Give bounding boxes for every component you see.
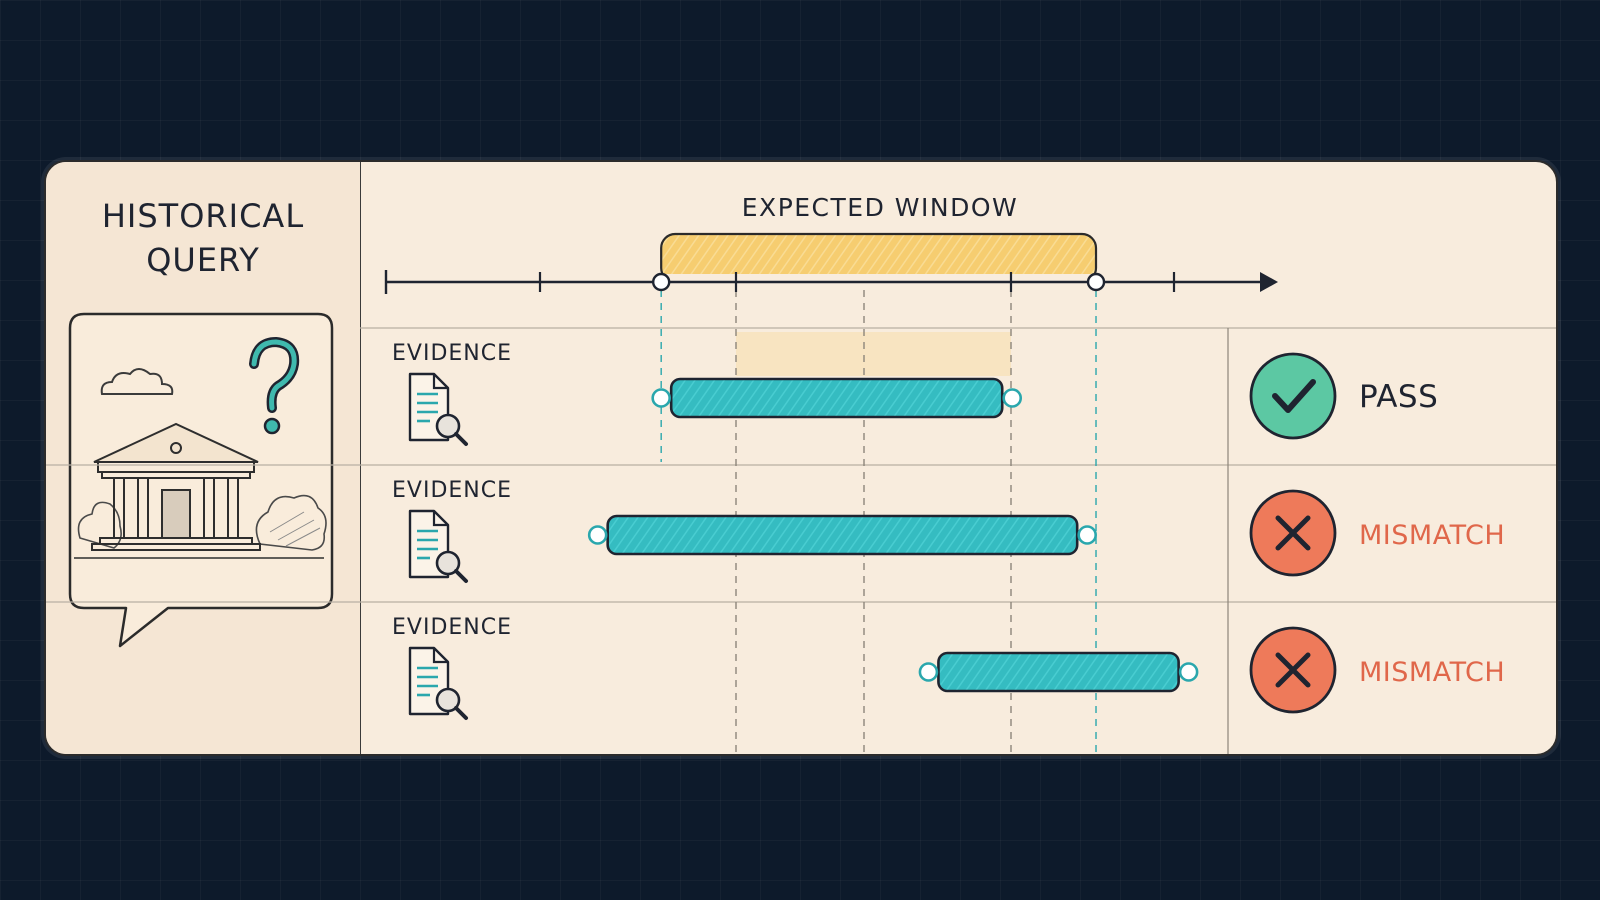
- query-title-line1: HISTORICAL: [101, 197, 305, 235]
- timeline-diagram: EXPECTED WINDOW EVIDENCE PASS EVIDENCE MISM…: [46, 193, 1556, 754]
- x-icon: [1249, 626, 1337, 714]
- window-shade: [736, 332, 1011, 376]
- window-start-marker: [651, 272, 671, 292]
- span-start-marker: [918, 662, 939, 682]
- guide-lines: [660, 290, 1097, 754]
- check-icon: [1249, 352, 1337, 440]
- evidence-row: EVIDENCE MISMATCH: [392, 478, 1505, 583]
- cloud-icon: [100, 368, 174, 395]
- span-end-marker: [1077, 525, 1097, 545]
- evidence-span-bar: [606, 514, 1079, 556]
- evidence-span-bar: [669, 377, 1004, 419]
- query-panel: HISTORICAL QUERY: [46, 162, 361, 754]
- evidence-label: EVIDENCE: [392, 615, 512, 640]
- evidence-span-bar: [937, 651, 1180, 693]
- status-label: MISMATCH: [1359, 657, 1505, 688]
- span-end-marker: [1178, 662, 1199, 682]
- document-search-icon: [408, 509, 468, 583]
- timeline-axis: [384, 270, 1278, 294]
- query-title-line2: QUERY: [146, 241, 260, 279]
- question-mark-icon: [249, 336, 300, 435]
- query-speech-bubble: [68, 312, 334, 648]
- axis-arrow-icon: [1260, 272, 1278, 292]
- expected-window-label: EXPECTED WINDOW: [742, 193, 1018, 222]
- span-end-marker: [1002, 388, 1023, 408]
- bush-icon: [77, 494, 327, 551]
- x-icon: [1249, 489, 1337, 577]
- evidence-row: EVIDENCE PASS: [392, 341, 1438, 446]
- museum-building-icon: [74, 422, 324, 559]
- window-end-marker: [1086, 272, 1106, 292]
- status-label: MISMATCH: [1359, 520, 1505, 551]
- document-search-icon: [408, 372, 468, 446]
- evidence-rows: EVIDENCE PASS EVIDENCE MISMATCH EVIDENCE MISM…: [392, 341, 1505, 720]
- query-title: HISTORICAL QUERY: [46, 194, 360, 282]
- evidence-row: EVIDENCE MISMATCH: [392, 615, 1505, 720]
- evidence-label: EVIDENCE: [392, 478, 512, 503]
- span-start-marker: [651, 388, 671, 408]
- status-label: PASS: [1359, 379, 1438, 415]
- evidence-label: EVIDENCE: [392, 341, 512, 366]
- document-search-icon: [408, 646, 468, 720]
- diagram-card: HISTORICAL QUERY: [44, 160, 1558, 756]
- span-start-marker: [587, 525, 608, 545]
